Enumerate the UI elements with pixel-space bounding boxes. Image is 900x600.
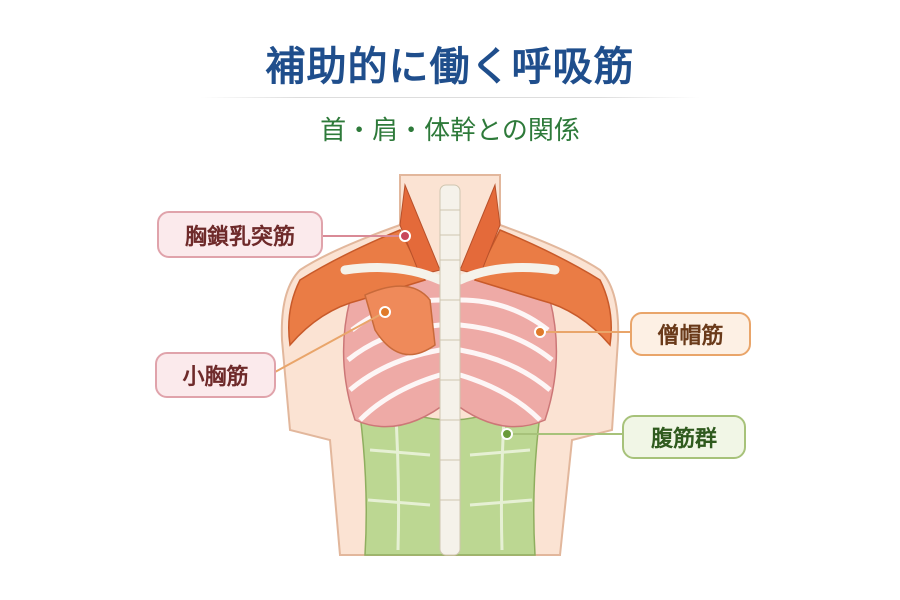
trapezius-left	[288, 229, 427, 347]
pec-minor	[364, 285, 436, 356]
spine	[439, 184, 461, 556]
pec-minor-leader	[274, 311, 386, 373]
label-sternocleidomastoid: 胸鎖乳突筋	[157, 211, 323, 258]
label-pectoralis-minor: 小胸筋	[155, 352, 276, 398]
clavicle-left	[340, 263, 445, 285]
label-abdominals: 腹筋群	[622, 415, 746, 459]
page-subtitle: 首・肩・体幹との関係	[320, 116, 580, 146]
page-title: 補助的に働く呼吸筋	[265, 44, 635, 90]
trapezius-right	[473, 229, 612, 347]
title-divider	[200, 97, 700, 98]
label-trapezius: 僧帽筋	[630, 312, 751, 356]
clavicle-right	[455, 263, 560, 285]
